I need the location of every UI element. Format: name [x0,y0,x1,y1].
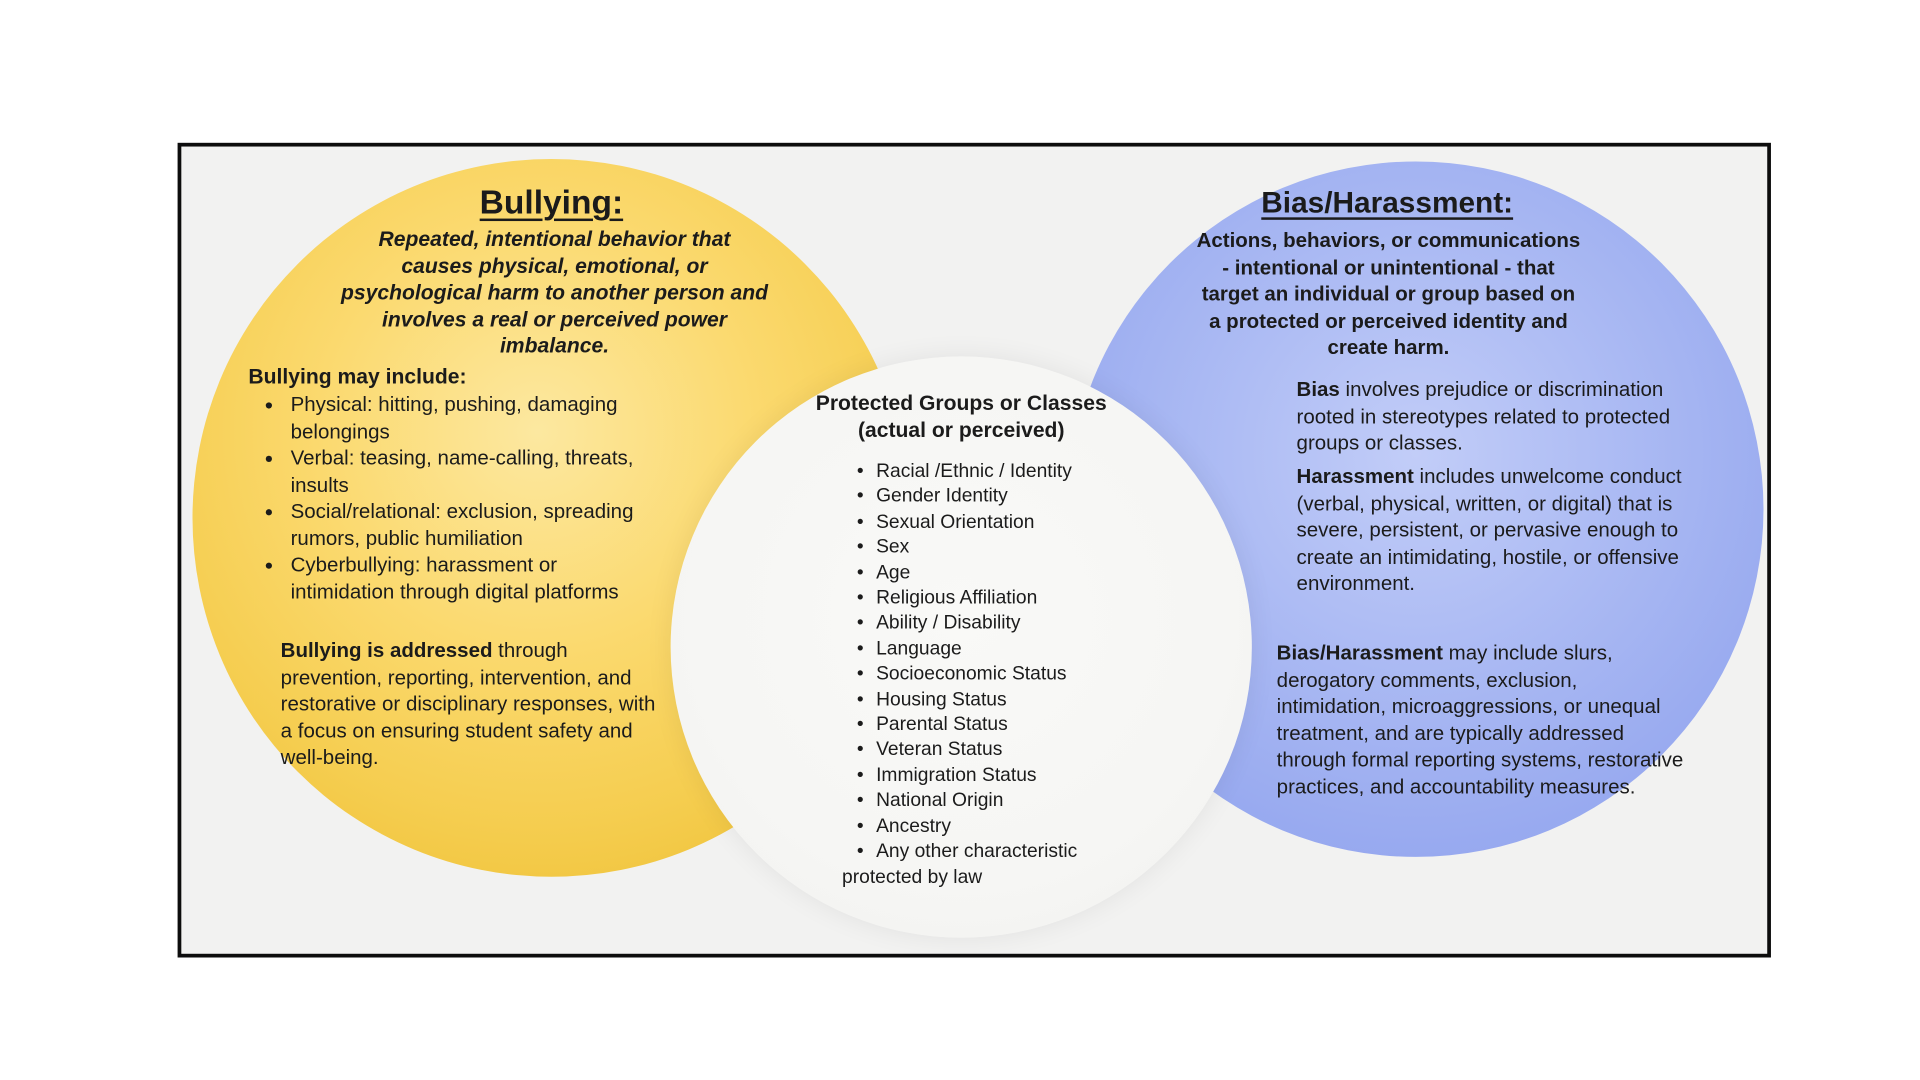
protected-group-item: Socioeconomic Status [842,662,1113,687]
bullying-list-item: Cyberbullying: harassment or intimidatio… [286,553,661,606]
bias-harassment-may-include-rest: may include slurs, derogatory comments, … [1276,642,1684,798]
protected-group-item: Ability / Disability [842,612,1113,637]
protected-groups-list: Racial /Ethnic / IdentityGender Identity… [842,460,1113,891]
bias-paragraph: Bias involves prejudice or discriminatio… [1297,378,1714,458]
bias-harassment-may-include-paragraph: Bias/Harassment may include slurs, derog… [1277,641,1692,801]
harassment-rest: includes unwelcome conduct (verbal, phys… [1296,465,1682,595]
protected-group-item: Ancestry [842,814,1113,839]
protected-group-item: Religious Affiliation [842,586,1113,611]
protected-group-item: Gender Identity [842,485,1113,510]
protected-group-item: Racial /Ethnic / Identity [842,460,1113,485]
bias-rest: involves prejudice or discrimination roo… [1296,378,1671,455]
bullying-title: Bullying: [479,183,624,222]
bullying-addressed-rest: through prevention, reporting, intervent… [280,639,656,769]
protected-group-item: Sex [842,536,1113,561]
protected-group-item: National Origin [842,789,1113,814]
protected-group-item: Veteran Status [842,738,1113,763]
bullying-includes-heading: Bullying may include: [248,365,467,389]
protected-groups-heading: Protected Groups or Classes (actual or p… [671,390,1252,445]
bullying-list-item: Social/relational: exclusion, spreading … [286,499,661,552]
bullying-addressed-paragraph: Bullying is addressed through prevention… [281,638,668,772]
bullying-includes-list: Physical: hitting, pushing, damaging bel… [251,392,661,606]
bullying-definition: Repeated, intentional behavior that caus… [340,227,769,358]
bias-lead: Bias [1296,378,1340,402]
harassment-lead: Harassment [1296,465,1414,489]
bullying-addressed-lead: Bullying is addressed [280,639,493,662]
protected-group-item: Housing Status [842,688,1113,713]
bullying-list-item: Verbal: teasing, name-calling, threats, … [286,446,661,499]
bias-harassment-definition: Actions, behaviors, or communications - … [1196,229,1581,359]
bias-harassment-title: Bias/Harassment: [1261,186,1514,220]
protected-group-item: Any other characteristic protected by la… [842,840,1113,891]
protected-group-item: Age [842,561,1113,586]
diagram-frame: Bullying: Repeated, intentional behavior… [177,142,1771,958]
protected-group-item: Language [842,637,1113,662]
bias-harassment-may-include-lead: Bias/Harassment [1276,642,1443,665]
harassment-paragraph: Harassment includes unwelcome conduct (v… [1297,464,1722,598]
bullying-list-item: Physical: hitting, pushing, damaging bel… [286,392,661,445]
protected-groups-heading-line2: (actual or perceived) [857,418,1065,443]
protected-group-item: Immigration Status [842,764,1113,789]
protected-group-item: Sexual Orientation [842,510,1113,535]
protected-group-item: Parental Status [842,713,1113,738]
protected-groups-heading-line1: Protected Groups or Classes [815,391,1107,415]
